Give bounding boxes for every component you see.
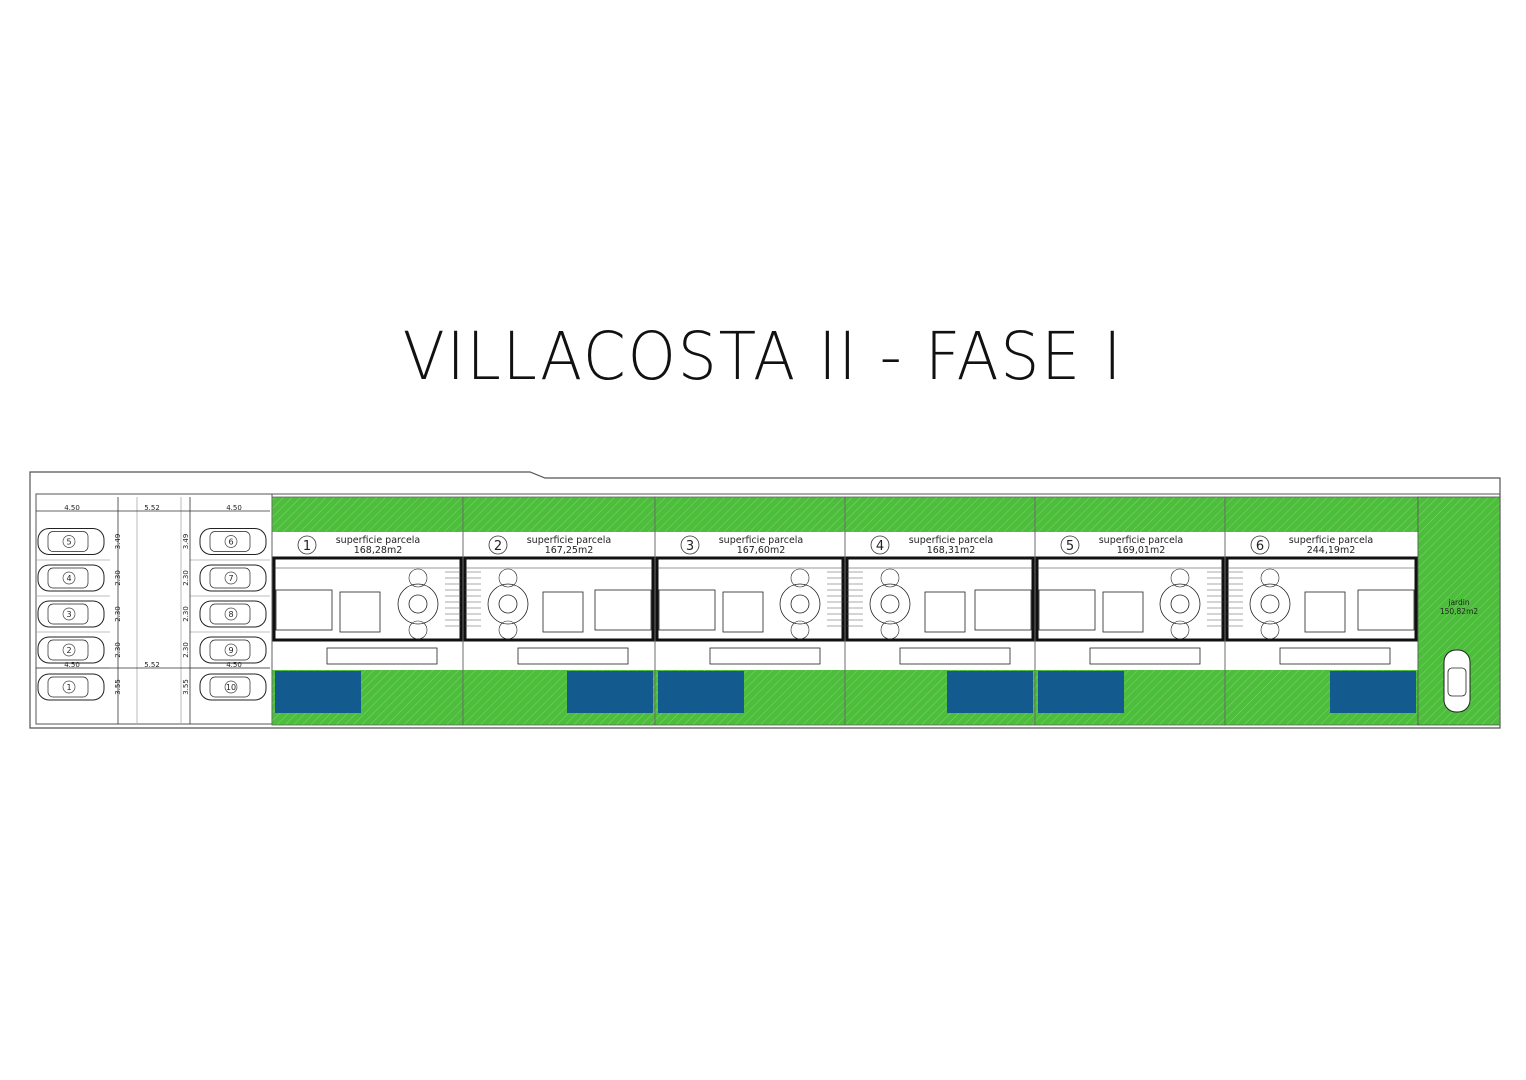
pool <box>947 671 1033 713</box>
parking-space-10: 10 <box>199 673 267 701</box>
parking-space-number: 10 <box>226 683 236 692</box>
parcel-area-label: superficie parcela <box>909 535 994 546</box>
parking-space-6: 6 <box>199 528 267 555</box>
pool <box>275 671 361 713</box>
parking-space-7: 7 <box>199 564 267 592</box>
dim-space-depth: 4.50 <box>226 661 242 669</box>
garden-area: jardin 150,82m2 <box>1417 496 1501 726</box>
car-icon <box>1443 649 1471 713</box>
dim-space-depth: 4.50 <box>226 504 242 512</box>
parcel-area-label: superficie parcela <box>527 535 612 546</box>
parcel-number: 3 <box>686 539 694 554</box>
pool <box>567 671 653 713</box>
pool <box>1330 671 1416 713</box>
dim-row-width: 2.30 <box>182 642 190 658</box>
parcel-number: 1 <box>303 539 311 554</box>
pool <box>658 671 744 713</box>
parcel-area-label: superficie parcela <box>1099 535 1184 546</box>
parking-space-number: 2 <box>66 646 71 655</box>
dim-row-width: 2.30 <box>114 642 122 658</box>
parcel-area-value: 168,28m2 <box>354 545 403 556</box>
parking-space-number: 9 <box>228 646 233 655</box>
parcel-number-badge <box>488 535 508 555</box>
parking-space-number: 1 <box>66 683 71 692</box>
dim-aisle-width: 5.52 <box>144 504 160 512</box>
garden-area-value: 150,82m2 <box>1440 607 1479 616</box>
dim-aisle-width: 5.52 <box>144 661 160 669</box>
plan-title: VILLACOSTA II - FASE I <box>402 318 1124 395</box>
parking-space-number: 7 <box>228 574 233 583</box>
parcel-area-value: 169,01m2 <box>1117 545 1166 556</box>
dim-row-width: 2.30 <box>114 570 122 586</box>
parcel-area-value: 168,31m2 <box>927 545 976 556</box>
dim-row-width: 3.49 <box>114 534 122 550</box>
parcel-number-badge <box>1060 535 1080 555</box>
parking-space-3: 3 <box>37 600 105 628</box>
parking-space-number: 5 <box>66 538 71 547</box>
parking-space-8: 8 <box>199 600 267 628</box>
site-boundary <box>29 471 1501 729</box>
parcel-area-label: superficie parcela <box>719 535 804 546</box>
dim-space-depth: 4.50 <box>64 504 80 512</box>
parking-space-9: 9 <box>199 636 267 664</box>
dim-space-depth: 4.50 <box>64 661 80 669</box>
garden-label: jardin <box>1447 598 1469 607</box>
parcel-area-value: 167,60m2 <box>737 545 786 556</box>
parcel-number-badge <box>297 535 317 555</box>
parcel-area-label: superficie parcela <box>1289 535 1374 546</box>
parking-space-number: 4 <box>66 574 71 583</box>
parking-space-number: 8 <box>228 610 233 619</box>
parcel-number: 4 <box>876 539 884 554</box>
dim-row-width: 3.49 <box>182 534 190 550</box>
parcel-number: 6 <box>1256 539 1264 554</box>
dim-row-width: 2.30 <box>114 606 122 622</box>
parking-space-number: 6 <box>228 538 233 547</box>
dim-row-width: 2.30 <box>182 570 190 586</box>
parking-space-number: 3 <box>66 610 71 619</box>
parking-space-2: 2 <box>37 636 105 664</box>
parcel-area-value: 167,25m2 <box>545 545 594 556</box>
parcel-area-label: superficie parcela <box>336 535 421 546</box>
parking-space-4: 4 <box>37 564 105 592</box>
parcel-number: 2 <box>494 539 502 554</box>
parking-area: 5 4 3 2 1 6 7 8 9 10 4.50 5.52 4.50 4.50 5.52 4.50 3.49 3… <box>36 497 270 724</box>
parcel-number-badge <box>680 535 700 555</box>
dim-row-width: 3.55 <box>182 679 190 695</box>
pool <box>1038 671 1124 713</box>
parcel-area-value: 244,19m2 <box>1307 545 1356 556</box>
dim-row-width: 3.55 <box>114 679 122 695</box>
parking-space-1: 1 <box>37 673 105 701</box>
parcel-number: 5 <box>1066 539 1074 554</box>
parking-space-5: 5 <box>37 528 105 555</box>
parcel-number-badge <box>1250 535 1270 555</box>
dim-row-width: 2.30 <box>182 606 190 622</box>
parcel-number-badge <box>870 535 890 555</box>
